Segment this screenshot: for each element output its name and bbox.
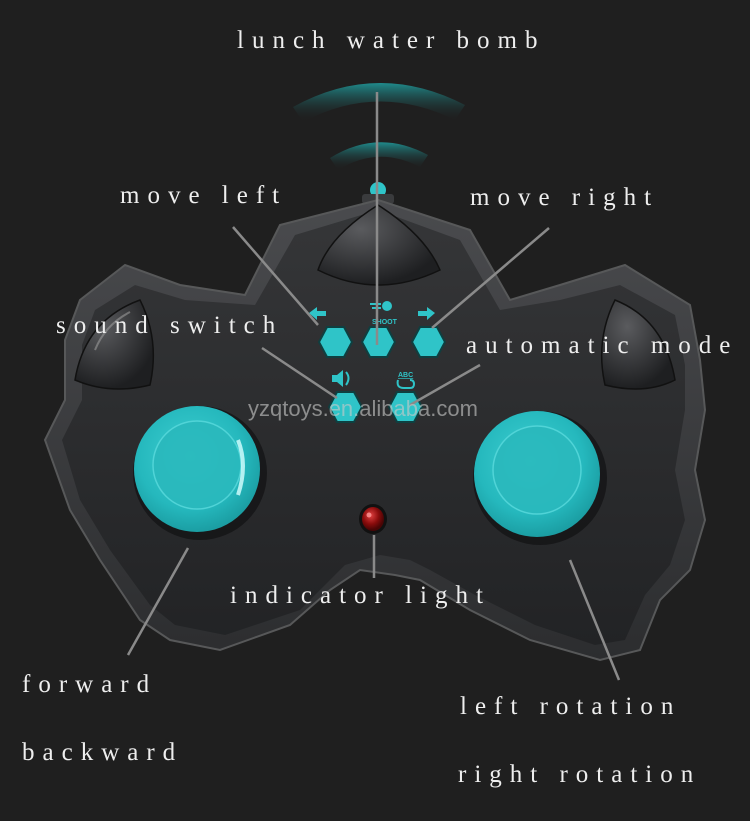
label-indicator-light: indicator light (230, 582, 491, 609)
shoot-icon (382, 301, 392, 311)
svg-text:SHOOT: SHOOT (372, 319, 398, 326)
svg-text:ABC: ABC (398, 372, 413, 379)
label-lunch-water-bomb: lunch water bomb (237, 27, 546, 54)
hex-buttons (317, 326, 447, 423)
arrow-right-icon (418, 307, 435, 320)
label-move-right: move right (470, 184, 660, 211)
speaker-icon (332, 370, 343, 387)
label-backward: backward (22, 739, 184, 766)
label-right-rotation: right rotation (458, 761, 702, 788)
leader-lines (126, 92, 621, 681)
signal-waves-icon (293, 82, 465, 170)
label-left-rotation: left rotation (460, 693, 682, 720)
watermark: yzqtoys.en.alibaba.com (248, 396, 478, 421)
left-joystick (133, 406, 267, 540)
auto-mode-icon (396, 379, 416, 389)
label-forward: forward (22, 671, 158, 698)
right-joystick (473, 411, 607, 545)
label-move-left: move left (120, 182, 288, 209)
indicator-led (359, 504, 387, 534)
label-automatic-mode: automatic mode (466, 332, 739, 359)
arrow-left-icon (309, 307, 326, 320)
label-sound-switch: sound switch (56, 312, 284, 339)
